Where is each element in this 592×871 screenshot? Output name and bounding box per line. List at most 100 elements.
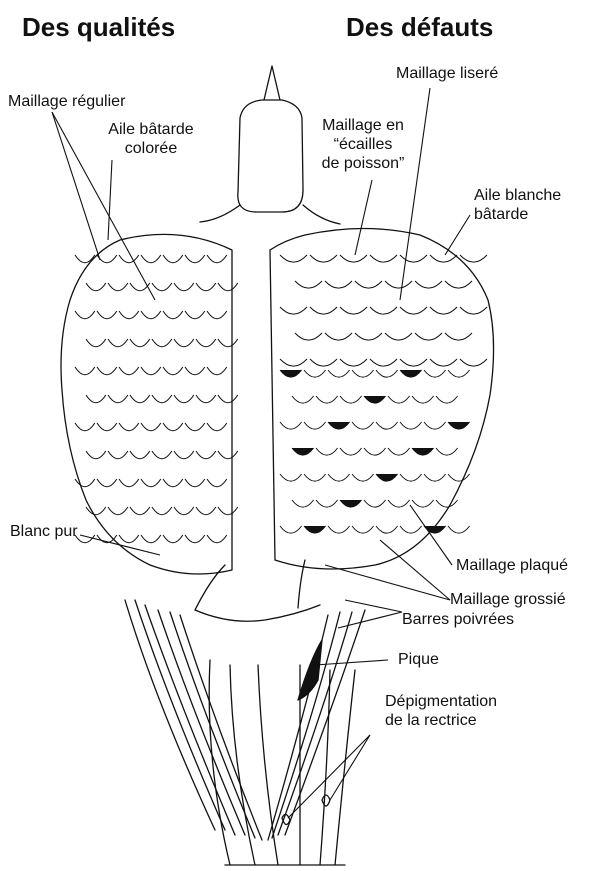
feather-scale bbox=[400, 307, 427, 314]
label-blanc-pur: Blanc pur bbox=[10, 522, 78, 541]
tail-outline bbox=[209, 660, 355, 865]
feather-scale bbox=[448, 526, 470, 533]
feather-scale bbox=[218, 339, 238, 347]
label-aile-blanche-batarde-line2: bâtarde bbox=[474, 205, 561, 224]
label-aile-batarde-coloree-line1: Aile bâtarde bbox=[92, 120, 210, 139]
feather-scale bbox=[292, 448, 314, 455]
leader-maillage-grossie-2 bbox=[325, 565, 450, 600]
feather-scale bbox=[355, 281, 382, 288]
label-maillage-ecailles-line3: de poisson” bbox=[308, 154, 418, 173]
feather-scale bbox=[415, 281, 442, 288]
feather-scale bbox=[163, 479, 183, 487]
feather-scale bbox=[163, 535, 183, 543]
feather-scale bbox=[340, 396, 362, 403]
feather-scale bbox=[119, 535, 139, 543]
feather-scale bbox=[328, 370, 350, 377]
feather-scale bbox=[163, 367, 183, 375]
right-primaries bbox=[268, 610, 365, 840]
feather-scale bbox=[141, 255, 161, 263]
label-maillage-plaque: Maillage plaqué bbox=[456, 556, 568, 575]
feather-scale bbox=[75, 479, 95, 487]
feather-scale bbox=[185, 311, 205, 319]
label-maillage-regulier: Maillage régulier bbox=[8, 92, 125, 111]
feather-scale bbox=[352, 526, 374, 533]
feather-scale bbox=[385, 333, 412, 340]
feather-scale bbox=[141, 479, 161, 487]
leader-maillage-grossie-1 bbox=[380, 540, 450, 600]
neck-outline bbox=[200, 205, 340, 224]
feather-scale bbox=[364, 396, 386, 403]
feather-scale bbox=[364, 500, 386, 507]
feather-scale bbox=[280, 474, 302, 481]
feather-scale bbox=[430, 307, 457, 314]
feather-scale bbox=[436, 448, 458, 455]
feather-scale bbox=[207, 535, 227, 543]
feather-scale bbox=[207, 255, 227, 263]
feather-scale bbox=[119, 423, 139, 431]
feather-scale bbox=[376, 422, 398, 429]
feather-scale bbox=[370, 359, 397, 366]
feather-scale bbox=[352, 422, 374, 429]
feather-scale bbox=[130, 395, 150, 403]
feather-scale bbox=[97, 367, 117, 375]
feather-scale bbox=[280, 526, 302, 533]
feather-scale bbox=[119, 367, 139, 375]
feather-scale bbox=[163, 255, 183, 263]
feather-scale bbox=[86, 283, 106, 291]
feather-scale bbox=[280, 359, 307, 366]
feather-scale bbox=[108, 451, 128, 459]
feather-scale bbox=[152, 451, 172, 459]
leader-barres-poivrees-1 bbox=[345, 600, 402, 612]
feather-scale bbox=[152, 507, 172, 515]
feather-scale bbox=[436, 396, 458, 403]
feather-scale bbox=[292, 396, 314, 403]
feather-scale bbox=[163, 423, 183, 431]
feather-scale bbox=[376, 474, 398, 481]
feather-scale bbox=[325, 333, 352, 340]
feather-scale bbox=[185, 367, 205, 375]
feather-scale bbox=[108, 339, 128, 347]
feather-scale bbox=[280, 255, 307, 262]
feather-scale bbox=[75, 311, 95, 319]
feather-scale bbox=[196, 395, 216, 403]
feather-scale bbox=[304, 474, 326, 481]
feather-scale bbox=[412, 448, 434, 455]
feather-scale bbox=[141, 535, 161, 543]
leader-blanc-pur bbox=[80, 535, 160, 555]
feather-scale bbox=[174, 451, 194, 459]
feather-scale bbox=[280, 307, 307, 314]
feather-scale bbox=[108, 507, 128, 515]
feather-scale bbox=[376, 526, 398, 533]
feather-scale bbox=[370, 255, 397, 262]
feather-scale bbox=[460, 255, 487, 262]
feather-scale bbox=[460, 307, 487, 314]
feather-scale bbox=[152, 339, 172, 347]
leader-aile-blanche bbox=[445, 215, 470, 255]
feather-scale bbox=[196, 507, 216, 515]
feather-scale bbox=[340, 500, 362, 507]
label-maillage-ecailles: Maillage en “écailles de poisson” bbox=[308, 116, 418, 173]
feather-scale bbox=[310, 307, 337, 314]
feather-scale bbox=[174, 283, 194, 291]
feather-scale bbox=[385, 281, 412, 288]
feather-scale bbox=[75, 255, 95, 263]
feather-scale bbox=[460, 359, 487, 366]
feather-scale bbox=[86, 395, 106, 403]
left-primaries bbox=[125, 600, 262, 840]
feather-scale bbox=[152, 395, 172, 403]
feather-scale bbox=[174, 507, 194, 515]
feather-scale bbox=[97, 479, 117, 487]
feather-scale bbox=[141, 367, 161, 375]
leader-maillage-plaque bbox=[410, 505, 452, 565]
feather-scale bbox=[218, 451, 238, 459]
feather-scale bbox=[328, 526, 350, 533]
leader-ecailles bbox=[355, 180, 372, 255]
feather-scale bbox=[316, 448, 338, 455]
label-depigmentation-line2: de la rectrice bbox=[385, 711, 497, 730]
feather-scale bbox=[292, 500, 314, 507]
feather-scale bbox=[400, 359, 427, 366]
feather-scale bbox=[400, 255, 427, 262]
right-wing-scale-pattern bbox=[280, 255, 487, 533]
feather-scale bbox=[185, 255, 205, 263]
